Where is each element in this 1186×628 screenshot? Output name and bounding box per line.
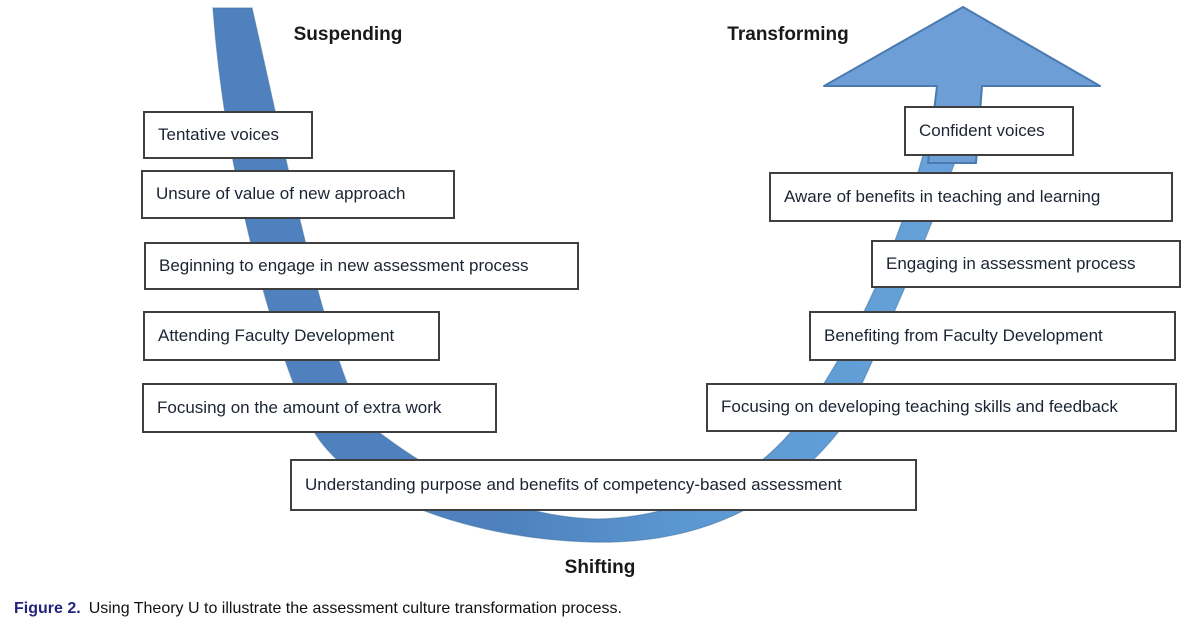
stage-box-attending-faculty-development: Attending Faculty Development (143, 311, 440, 361)
stage-box-aware-of-benefits: Aware of benefits in teaching and learni… (769, 172, 1173, 222)
transform-up-arrow-icon (823, 6, 1101, 164)
stage-title-transforming: Transforming (727, 24, 849, 45)
stage-box-understanding-purpose: Understanding purpose and benefits of co… (290, 459, 917, 511)
stage-box-engaging-in-assessment: Engaging in assessment process (871, 240, 1181, 288)
figure-caption: Figure 2. Using Theory U to illustrate th… (14, 600, 622, 618)
stage-box-beginning-to-engage: Beginning to engage in new assessment pr… (144, 242, 579, 290)
stage-box-benefiting-faculty-development: Benefiting from Faculty Development (809, 311, 1176, 361)
figure-caption-label: Figure 2. (14, 600, 81, 617)
stage-box-tentative-voices: Tentative voices (143, 111, 313, 159)
stage-title-suspending: Suspending (293, 24, 403, 45)
stage-box-focusing-extra-work: Focusing on the amount of extra work (142, 383, 497, 433)
figure-caption-text: Using Theory U to illustrate the assessm… (88, 600, 622, 617)
stage-box-confident-voices: Confident voices (904, 106, 1074, 156)
stage-box-focusing-teaching-skills: Focusing on developing teaching skills a… (706, 383, 1177, 432)
stage-box-unsure-of-value: Unsure of value of new approach (141, 170, 455, 219)
stage-title-shifting: Shifting (564, 557, 636, 578)
